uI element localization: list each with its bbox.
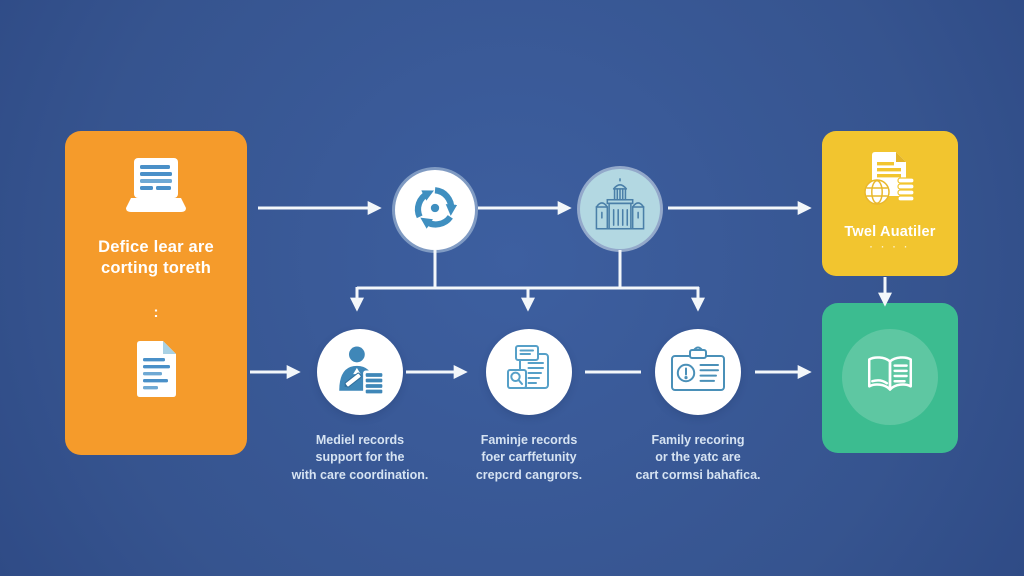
records-node-clipboard [655,329,741,415]
knowledge-card-circle [842,329,938,425]
family-records-icon [501,342,557,403]
records-node-person [317,329,403,415]
separator-colon: : [153,304,159,322]
source-card-title: Defice lear are corting toreth [98,238,214,278]
person-writing-icon [332,343,388,402]
clipboard-report-icon [667,344,729,401]
institution-node [580,169,660,249]
knowledge-card [822,303,958,453]
building-icon [591,177,649,241]
caption-medical-records: Mediel records support for the with care… [291,433,429,482]
report-card-dots: · · · · [869,242,911,252]
report-card-label: Twel Auatiler [844,224,936,240]
finance-document-icon [858,148,922,215]
caption-family-records: Faminje records foer carffetunity crepcr… [475,433,583,482]
records-node-files [486,329,572,415]
source-card: Defice lear are corting toreth : [65,131,247,455]
document-icon [131,338,181,405]
recycle-icon [410,183,460,238]
caption-family-recording: Family recoring or the yatc are cart cor… [635,433,761,482]
laptop-document-icon [123,156,189,223]
process-node-recycle [395,170,475,250]
report-card: Twel Auatiler · · · · [822,131,958,276]
open-book-icon [863,352,917,403]
